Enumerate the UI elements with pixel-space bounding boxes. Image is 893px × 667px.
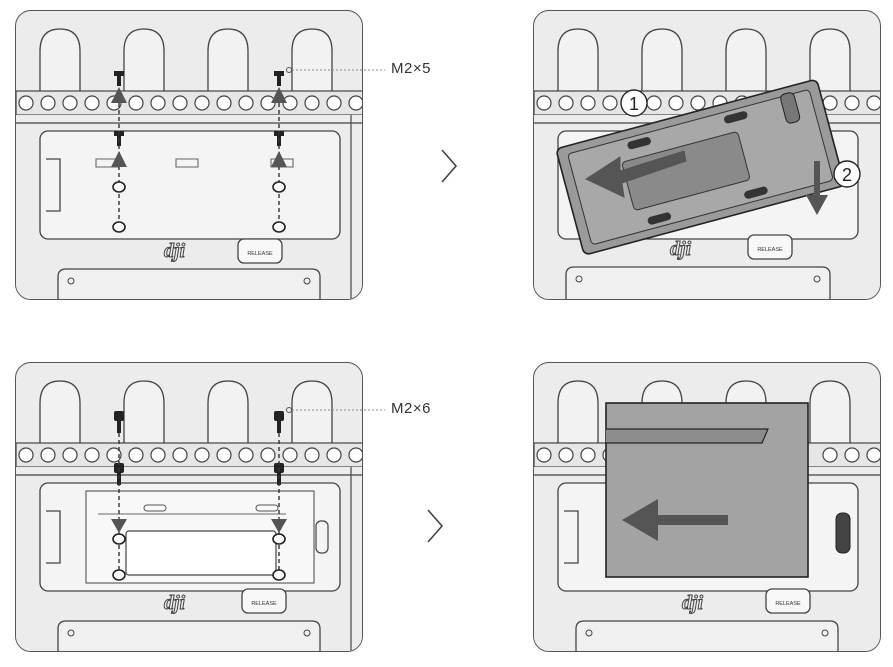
step3-panel: dji RELEASE (15, 362, 363, 652)
screw-icon (274, 71, 284, 86)
step1-drawing: dji RELEASE (16, 28, 362, 299)
battery-bay (39, 130, 341, 240)
arrow-left-icon (622, 499, 728, 541)
mounting-plate (556, 79, 845, 255)
step-number-drop: 2 (842, 165, 852, 185)
callout-leader-step2 (286, 407, 385, 413)
arrow-up-icon (111, 87, 287, 167)
step3-drawing: dji RELEASE (16, 380, 362, 651)
step-number-badge (833, 160, 861, 188)
release-button-label: RELEASE (251, 601, 277, 607)
callout-leader-step1 (286, 67, 385, 73)
rod-shape (39, 28, 81, 96)
rod-shape (207, 28, 249, 96)
chevron-right-icon (427, 509, 444, 543)
screw-label-step1: M2×5 (391, 60, 431, 77)
screw-icon (114, 71, 124, 86)
rod-shape (123, 28, 165, 96)
screw-label-step2: M2×6 (391, 400, 431, 417)
dji-logo: dji (164, 240, 186, 262)
step-number-slide: 1 (629, 94, 639, 114)
release-button[interactable] (237, 238, 283, 264)
battery-latch (835, 512, 851, 554)
step4-panel: dji RELEASE (533, 362, 881, 652)
step4-drawing: dji RELEASE (534, 380, 880, 651)
step-number-badge (620, 89, 648, 117)
dji-logo: dji (670, 238, 692, 260)
release-button-label: RELEASE (757, 247, 783, 253)
release-button[interactable] (241, 588, 287, 614)
release-button-label: RELEASE (247, 251, 273, 257)
arrow-down-icon (111, 519, 287, 533)
step2-panel: 1 2 dji RELEASE (533, 10, 881, 300)
step2-drawing: 1 2 dji RELEASE (534, 28, 880, 299)
dji-logo: dji (682, 592, 704, 614)
arrow-down-icon (806, 161, 828, 215)
release-button[interactable] (765, 588, 811, 614)
chevron-right-icon (441, 149, 458, 183)
release-button-label: RELEASE (775, 601, 801, 607)
release-button[interactable] (747, 234, 793, 260)
rod-shape (291, 28, 333, 96)
dji-logo: dji (164, 592, 186, 614)
step1-panel: dji RELEASE (15, 10, 363, 300)
rail-holes (18, 95, 362, 111)
arrow-left-icon (584, 150, 687, 198)
